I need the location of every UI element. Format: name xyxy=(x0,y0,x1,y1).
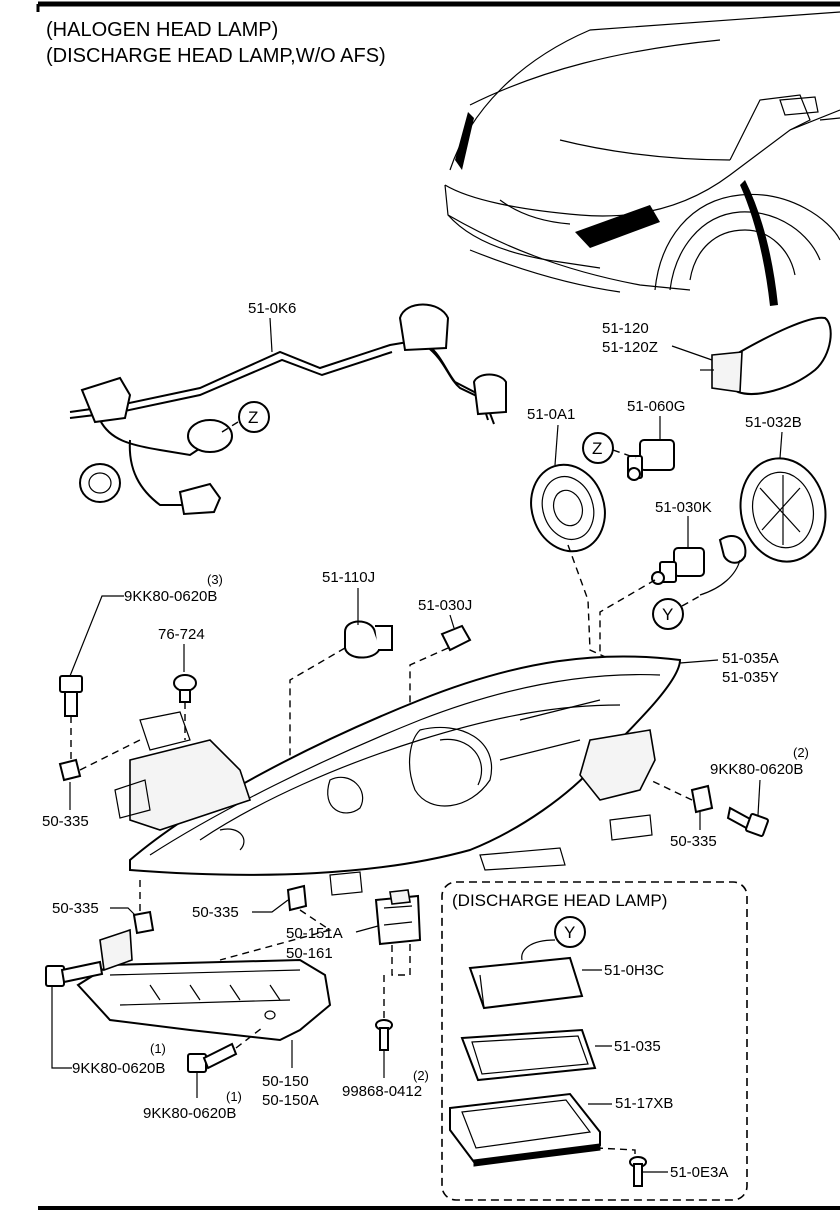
bolt-bottom-mid xyxy=(187,1042,238,1073)
label-bulb-cover: 51-032B xyxy=(745,414,802,431)
qty-bolt-bottom-left: (1) xyxy=(150,1041,166,1056)
label-headlamp: 51-035A xyxy=(722,650,779,667)
ballast-unit xyxy=(449,1092,601,1167)
speed-nut-left xyxy=(58,758,82,782)
qty-bolt-top-left: (3) xyxy=(207,572,223,587)
guide-bulb-030k xyxy=(599,579,656,660)
qty-screw: (2) xyxy=(413,1068,429,1083)
label-screw: 99868-0412 xyxy=(342,1083,422,1100)
mounting-bracket-151a xyxy=(374,889,422,946)
diagram-title-line1: (HALOGEN HEAD LAMP) xyxy=(46,19,278,41)
callout-z-harness: Z xyxy=(221,401,270,433)
label-bracket-150: 50-150 xyxy=(262,1073,309,1090)
speed-nut-bottom-left xyxy=(132,910,155,935)
label-bolt-bottom-left: 9KK80-0620B xyxy=(72,1060,165,1077)
headlamp-assembly xyxy=(114,655,682,896)
callout-y-bulb: Y xyxy=(652,595,701,630)
bulb-cover xyxy=(739,457,827,563)
label-bulb-060g: 51-060G xyxy=(627,398,685,415)
ballast-screw xyxy=(629,1156,647,1187)
label-bulb-110j: 51-110J xyxy=(322,569,375,586)
label-clip: 76-724 xyxy=(158,626,205,643)
wiring-harness xyxy=(69,303,507,516)
discharge-box-title: (DISCHARGE HEAD LAMP) xyxy=(452,891,667,910)
label-nut-bottom-left: 50-335 xyxy=(52,900,99,917)
label-nut-right: 50-335 xyxy=(670,833,717,850)
ballast-gasket xyxy=(460,1028,597,1082)
label-socket-ring: 51-0A1 xyxy=(527,406,575,423)
label-bulb-030j: 51-030J xyxy=(418,597,472,614)
label-side-marker-alt: 51-120Z xyxy=(602,339,658,356)
svg-text:Z: Z xyxy=(248,408,258,427)
discharge-inset-box xyxy=(441,881,748,1201)
svg-text:Y: Y xyxy=(564,923,575,942)
igniter-unit xyxy=(468,956,584,1010)
qty-bolt-bottom-mid: (1) xyxy=(226,1089,242,1104)
label-ballast-screw: 51-0E3A xyxy=(670,1164,728,1181)
svg-text:Y: Y xyxy=(662,605,673,624)
speed-nut-bottom-mid xyxy=(286,884,308,912)
headlamp-bulb-060g xyxy=(627,439,675,481)
pointer-to-side-marker xyxy=(740,180,778,306)
left-headlamp-highlight xyxy=(455,112,474,170)
label-bolt-right: 9KK80-0620B xyxy=(710,761,803,778)
bolt-bottom-left xyxy=(45,960,104,987)
bulb-socket-ring xyxy=(530,463,606,553)
label-bolt-top-left: 9KK80-0620B xyxy=(124,588,217,605)
svg-text:Z: Z xyxy=(592,439,602,458)
label-bolt-bottom-mid: 9KK80-0620B xyxy=(143,1105,236,1122)
label-harness: 51-0K6 xyxy=(248,300,296,317)
callout-y-box: Y xyxy=(521,916,586,961)
right-headlamp-highlight xyxy=(575,205,660,248)
label-bracket-150a: 50-150A xyxy=(262,1092,319,1109)
label-nut-left: 50-335 xyxy=(42,813,89,830)
label-gasket: 51-035 xyxy=(614,1038,661,1055)
bolt-top-left xyxy=(59,675,83,717)
screw-99868 xyxy=(375,1019,393,1051)
bolt-right xyxy=(726,806,769,837)
label-ballast: 51-17XB xyxy=(615,1095,673,1112)
side-marker-lamp xyxy=(700,316,832,395)
label-bulb-030k: 51-030K xyxy=(655,499,712,516)
qty-bolt-right: (2) xyxy=(793,745,809,760)
turn-signal-bulb xyxy=(344,620,393,659)
vehicle-front-illustration xyxy=(444,11,840,306)
diagram-title-line2: (DISCHARGE HEAD LAMP,W/O AFS) xyxy=(46,45,386,67)
guide-socket xyxy=(567,544,613,661)
label-headlamp-alt: 51-035Y xyxy=(722,669,779,686)
headlamp-bulb-030k xyxy=(651,535,747,596)
label-igniter: 51-0H3C xyxy=(604,962,664,979)
callout-z-bulb: Z xyxy=(582,432,637,464)
push-clip xyxy=(173,674,197,703)
label-bracket-161: 50-161 xyxy=(286,945,333,962)
position-lamp-bulb xyxy=(440,624,472,652)
label-nut-bottom-mid: 50-335 xyxy=(192,904,239,921)
label-bracket-151a: 50-151A xyxy=(286,925,343,942)
lower-bracket xyxy=(76,928,332,1042)
speed-nut-right xyxy=(690,784,714,814)
label-side-marker: 51-120 xyxy=(602,320,649,337)
